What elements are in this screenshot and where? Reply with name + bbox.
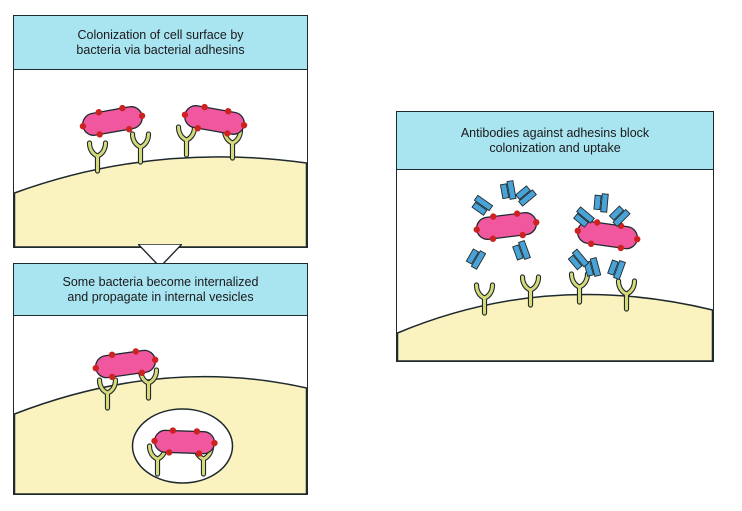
panel-colonization: Colonization of cell surface by bacteria…	[13, 15, 308, 248]
panel-antibody-block: Antibodies against adhesins block coloni…	[396, 111, 714, 362]
panel-internalization: Some bacteria become internalized and pr…	[13, 263, 308, 495]
host-cell-surface	[14, 156, 307, 247]
panel-illustration	[397, 170, 713, 361]
host-cell-surface	[397, 293, 713, 361]
panel-illustration	[14, 316, 307, 494]
down-arrow-icon	[138, 244, 182, 268]
panel-caption: Antibodies against adhesins block coloni…	[397, 112, 713, 170]
panel-caption: Some bacteria become internalized and pr…	[14, 264, 307, 316]
panel-illustration	[14, 70, 307, 247]
panel-caption: Colonization of cell surface by bacteria…	[14, 16, 307, 70]
